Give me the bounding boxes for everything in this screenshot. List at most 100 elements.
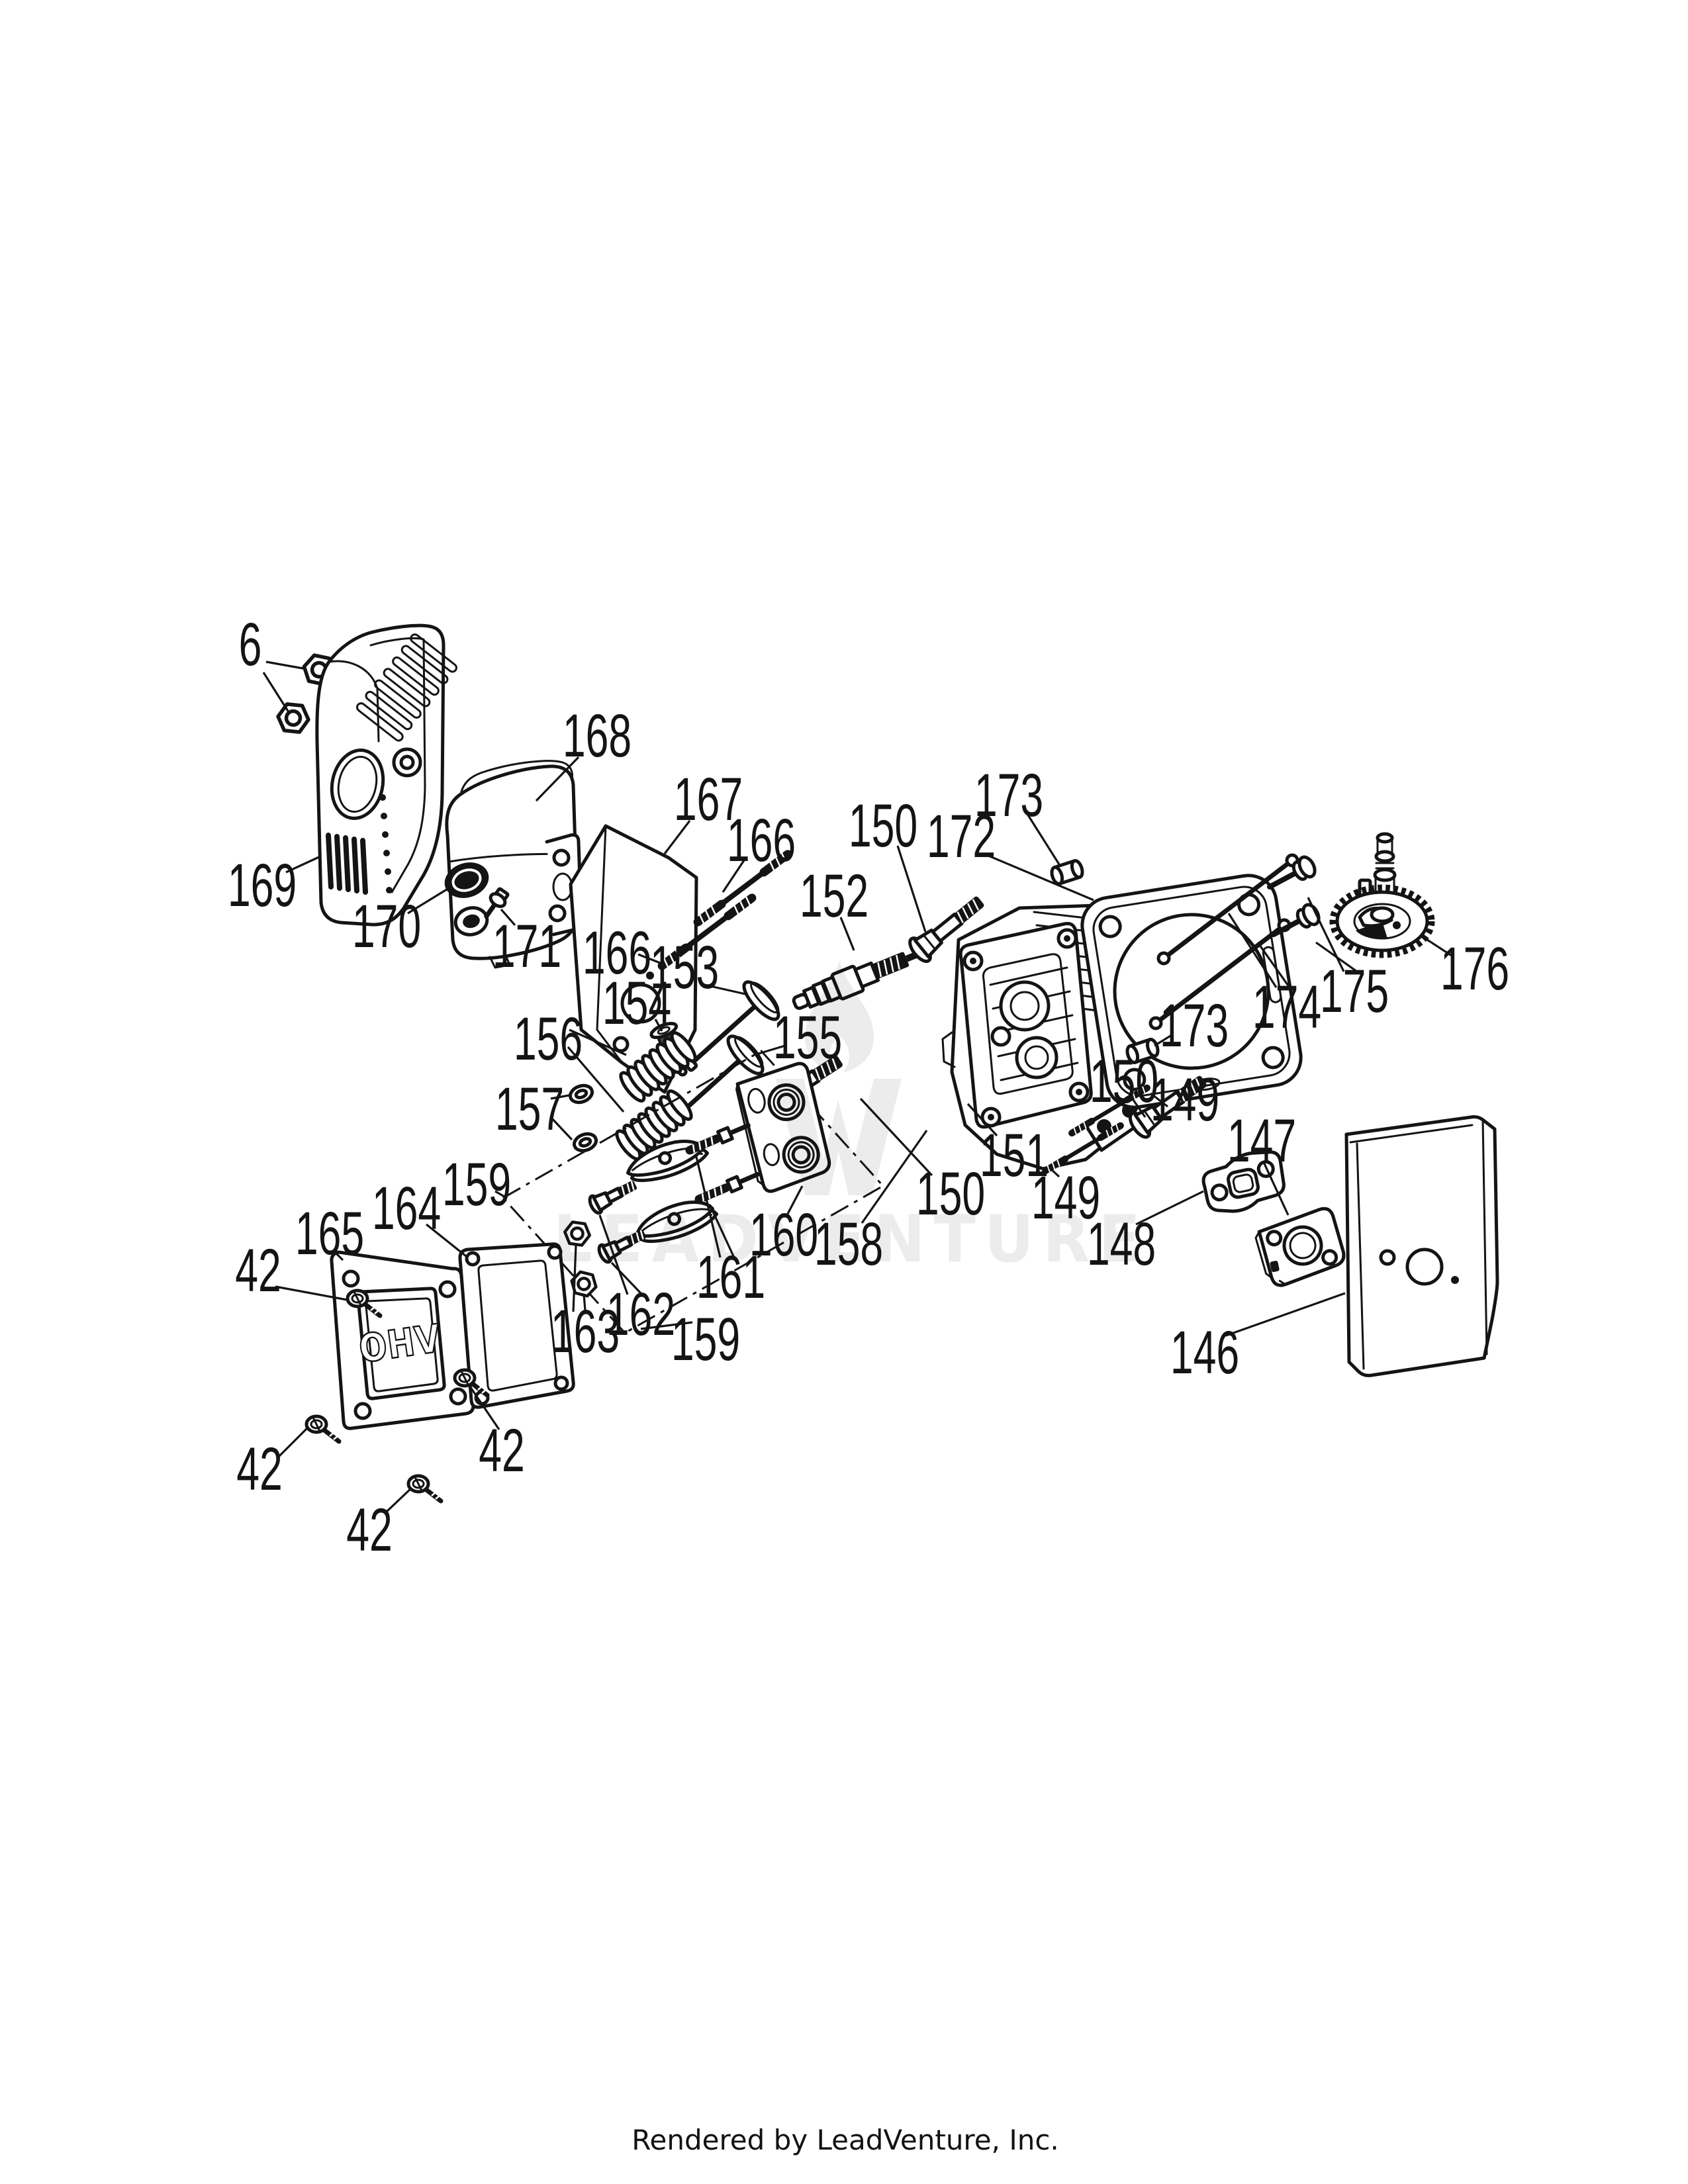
leader-line-159 <box>640 1321 693 1330</box>
leader-line-146 <box>1225 1292 1346 1337</box>
callout-149-25: 149 <box>1031 1163 1100 1232</box>
leader-line-158 <box>861 1130 928 1224</box>
callout-148-26: 148 <box>1087 1210 1156 1278</box>
leader-line-162 <box>610 1261 642 1295</box>
leader-line-151 <box>966 1103 998 1137</box>
leader-line-166 <box>637 953 663 965</box>
leader-line-159 <box>494 1190 505 1198</box>
watermark-text: LEADVENTURE <box>553 1202 1149 1277</box>
leader-line-157 <box>549 1116 573 1141</box>
callout-42-41: 42 <box>479 1416 525 1484</box>
leader-line-42 <box>275 1285 348 1301</box>
part-valve-cover-165: OHV <box>330 1250 475 1430</box>
callout-158-29: 158 <box>814 1210 883 1278</box>
callout-167-3: 167 <box>674 765 743 833</box>
leader-line-150 <box>896 845 927 933</box>
callout-150-19: 150 <box>1090 1047 1158 1115</box>
leader-line-149 <box>1048 1166 1060 1178</box>
callout-163-33: 163 <box>551 1297 620 1365</box>
callout-162-32: 162 <box>606 1280 675 1348</box>
callout-147-27: 147 <box>1227 1107 1296 1175</box>
leader-line-156 <box>569 1028 627 1056</box>
leader-line-174 <box>1227 913 1278 988</box>
leader-line-148 <box>1135 1190 1204 1226</box>
leader-line-175 <box>1315 941 1358 973</box>
callout-149-20: 149 <box>1150 1066 1219 1134</box>
callout-151-17: 151 <box>980 1121 1049 1189</box>
leader-line-161 <box>708 1204 735 1257</box>
part-cover-screw-42c <box>408 1476 441 1501</box>
callout-164-36: 164 <box>372 1174 441 1242</box>
callout-175-22: 175 <box>1320 957 1389 1025</box>
leader-line-6 <box>262 672 290 713</box>
watermark: LEADVENTURE <box>553 961 1149 1277</box>
callout-174-21: 174 <box>1252 973 1321 1041</box>
callout-176-23: 176 <box>1440 934 1509 1003</box>
leader-line-173 <box>1154 1034 1172 1047</box>
leader-line-171 <box>500 908 516 927</box>
part-flange-nut-6b <box>277 704 310 733</box>
callout-152-8: 152 <box>800 862 868 930</box>
callouts-layer: 6169168167170171166166152153154156157155… <box>228 610 1509 1564</box>
leader-line-42 <box>275 1427 308 1460</box>
part-exhaust-flange-147 <box>1254 1206 1346 1287</box>
callout-168-2: 168 <box>563 702 632 770</box>
part-spring-retainer-157b <box>573 1132 598 1153</box>
leader-line-166 <box>722 860 745 893</box>
callout-173-18: 173 <box>1160 991 1229 1060</box>
callout-165-37: 165 <box>295 1199 364 1267</box>
leader-line-42 <box>384 1486 413 1514</box>
part-spring-retainer-157a <box>569 1083 594 1105</box>
leader-line-162 <box>598 1214 629 1295</box>
leader-line-163 <box>572 1245 577 1312</box>
leader-line-161 <box>695 1156 722 1258</box>
part-rocker-stud-161a <box>687 1120 750 1156</box>
callout-157-12: 157 <box>495 1075 564 1143</box>
part-camshaft-176 <box>1329 832 1435 958</box>
part-muffler-guard-169 <box>315 623 457 927</box>
callout-146-28: 146 <box>1170 1318 1239 1387</box>
callout-172-15: 172 <box>927 802 996 870</box>
callout-156-11: 156 <box>514 1005 583 1073</box>
callout-166-7: 166 <box>583 919 651 987</box>
leader-line-174 <box>1256 942 1291 988</box>
callout-170-4: 170 <box>352 892 421 960</box>
part-guard-bolt-171 <box>484 887 510 919</box>
callout-153-9: 153 <box>650 933 719 1001</box>
leadventure-flame-icon <box>805 961 874 1072</box>
leader-line-157 <box>550 1094 570 1100</box>
leader-line-156 <box>567 1046 625 1113</box>
leader-line-150 <box>1132 1099 1147 1118</box>
part-dowel-pin-173a <box>1050 860 1084 886</box>
callout-160-30: 160 <box>749 1201 818 1269</box>
leader-line-149 <box>1150 1092 1168 1108</box>
leader-line-155 <box>758 1044 786 1055</box>
leader-line-169 <box>285 855 321 874</box>
callout-159-34: 159 <box>442 1150 511 1218</box>
callout-171-5: 171 <box>492 912 561 980</box>
leader-line-42 <box>467 1384 500 1430</box>
part-exhaust-port-seal-170 <box>444 862 489 898</box>
callout-161-31: 161 <box>696 1243 765 1311</box>
leader-line-6 <box>265 660 304 670</box>
footer-credit: Rendered by LeadVenture, Inc. <box>632 2124 1059 2156</box>
leader-line-153 <box>704 983 746 995</box>
callout-6-0: 6 <box>239 610 262 678</box>
leader-line-152 <box>839 917 855 951</box>
part-exhaust-heat-shield-146 <box>1344 1115 1499 1377</box>
leader-line-165 <box>334 1251 344 1261</box>
leader-line-168 <box>535 756 580 802</box>
leader-line-164 <box>426 1223 467 1257</box>
callout-150-14: 150 <box>849 792 917 860</box>
callout-42-38: 42 <box>235 1236 281 1304</box>
part-exhaust-gasket-148 <box>1201 1150 1286 1213</box>
parts-layer: OHV <box>277 623 1499 1501</box>
leader-line-176 <box>1423 936 1454 958</box>
leader-line-160 <box>786 1185 804 1214</box>
leader-line-173 <box>1026 813 1060 865</box>
leader-line-163 <box>583 1294 586 1311</box>
leader-line-172 <box>983 852 1094 901</box>
callout-42-39: 42 <box>236 1435 283 1503</box>
callout-154-10: 154 <box>602 969 671 1037</box>
